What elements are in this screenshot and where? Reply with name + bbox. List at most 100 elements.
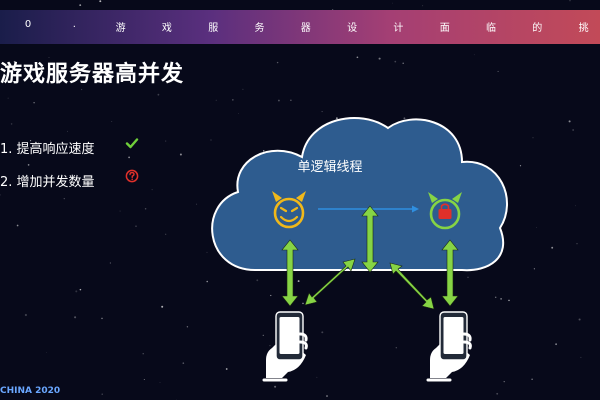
star [568,120,571,123]
star [60,180,63,183]
double-arrow-center [361,205,379,273]
star [555,343,557,346]
star [321,111,323,113]
star [16,224,19,227]
star [0,194,1,196]
header-title-char: 临 [486,23,496,34]
double-arrow-center-to-left-phone [304,258,356,306]
star [157,93,160,96]
star [13,60,16,63]
header-title-char: 务 [254,23,265,34]
footer-logo-text: CHINA 2020 [0,386,61,396]
star [270,294,272,297]
star [142,353,144,355]
header-bar [0,10,600,44]
star [79,4,82,6]
star [27,164,30,166]
goal-label: 1. 提高响应速度 [0,142,95,157]
star [159,382,161,383]
star [74,316,77,319]
star [30,146,32,149]
star [326,395,328,397]
star [80,88,83,91]
star [302,302,304,305]
star [165,140,167,142]
star [276,61,279,64]
star [119,210,121,212]
phone-in-hand-icon [426,311,472,382]
star [277,99,280,102]
star [576,243,578,245]
star [403,117,406,120]
star [196,203,198,205]
star [101,393,103,395]
star [569,0,571,2]
star [232,99,234,101]
star [101,317,103,320]
cloud-shape [211,116,509,272]
star [274,385,277,388]
star [143,379,145,380]
star [395,347,397,349]
header-title-char: 面 [439,23,450,34]
star [467,276,469,278]
star [494,296,497,299]
star [519,165,522,167]
star [206,280,208,283]
header-title-char: . [72,19,76,30]
star [238,113,239,114]
star [256,279,259,282]
goal-item-response-speed: 1. 提高响应速度 [0,136,170,158]
phone-in-hand-icon [262,311,308,382]
star [210,139,212,141]
star [551,246,554,249]
star [186,326,189,328]
star [497,70,499,72]
star [182,362,185,364]
star [533,268,535,270]
star [225,368,228,370]
star [30,140,32,142]
star [161,305,164,308]
cloud-label: 单逻辑线程 [297,160,363,175]
double-arrow-left-server [281,239,299,307]
question-circle-icon [125,169,139,183]
header-title-char: 计 [393,23,404,34]
star [7,97,9,99]
check-icon [125,138,139,149]
header-title-char: 0 [24,19,32,30]
star [262,334,264,337]
star [321,331,324,334]
star [531,378,533,380]
star [45,352,47,353]
star [378,57,381,60]
star [332,9,334,11]
star [572,129,574,131]
double-arrow-right-server [441,239,459,307]
star [111,121,113,122]
star [33,102,35,104]
star [128,156,130,159]
star [503,380,505,383]
header-title-char: 的 [532,23,543,34]
devil-face-icon [272,191,306,229]
star [179,153,182,156]
star [1,390,3,393]
header-title-char: 器 [300,23,311,34]
star [41,64,43,65]
star [297,280,300,283]
goal-item-concurrency: 2. 增加并发数量 [0,169,170,191]
star [500,298,502,300]
star [63,197,65,200]
star [316,376,318,378]
star [580,356,582,358]
star [24,313,27,317]
star [99,0,102,3]
header-title-char: 游 [115,23,126,34]
star [578,318,581,321]
star [215,99,217,101]
star [38,141,39,143]
star [394,60,397,63]
star [262,150,265,152]
slide-title: 游戏服务器高并发 [0,62,185,87]
